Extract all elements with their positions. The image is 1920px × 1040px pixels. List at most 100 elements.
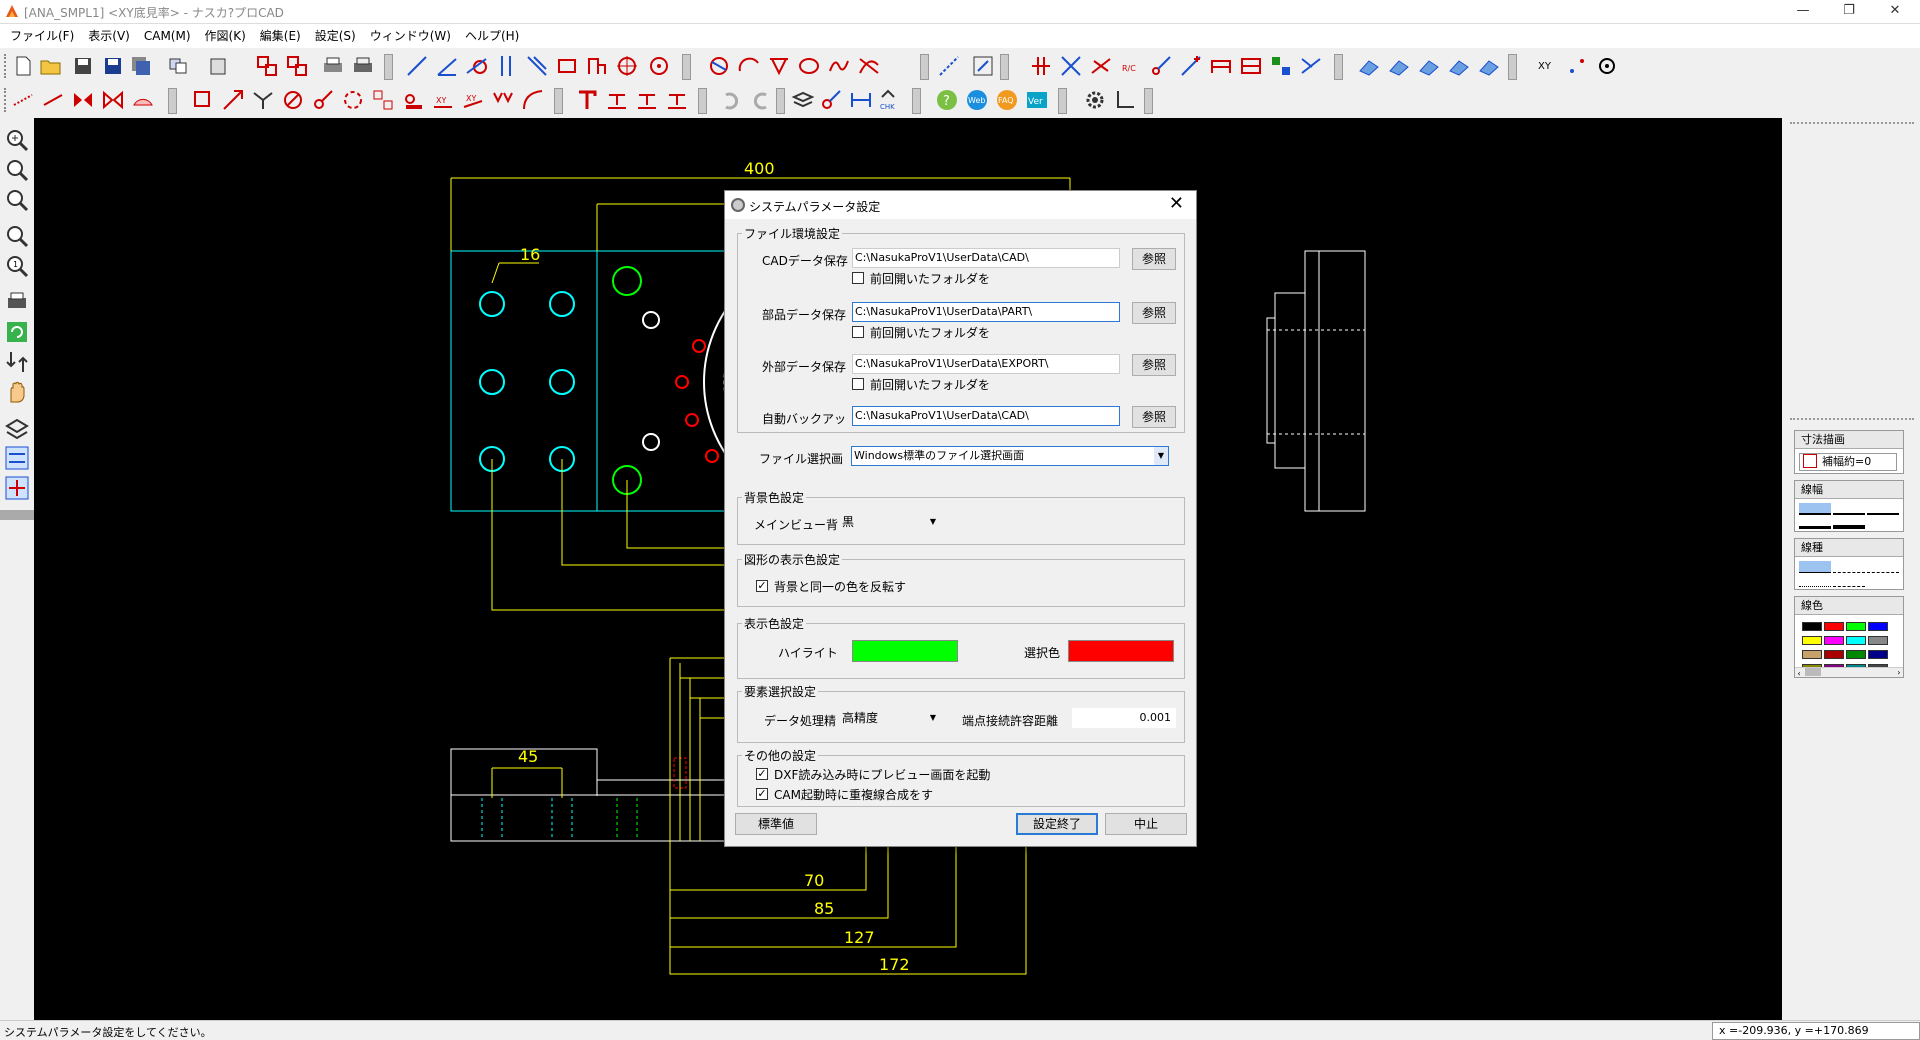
circle-point-icon[interactable] [646,53,672,79]
redraw-icon[interactable] [3,318,31,346]
distance-icon[interactable] [848,87,874,113]
menu-draw[interactable]: 作図(K) [204,29,246,43]
chevron-down-icon[interactable]: ▼ [1154,447,1168,465]
xy-dim-icon[interactable]: XY [430,87,456,113]
scale-icon[interactable] [310,87,336,113]
part-data-path-input[interactable]: C:\NasukaProV1\UserData\PART\ [852,302,1120,322]
toolbar-separator[interactable] [1508,54,1517,80]
3d-shade-icon[interactable] [1416,53,1442,79]
ok-button[interactable]: 設定終了 [1016,813,1098,835]
select-color-swatch[interactable] [1068,640,1174,662]
center-circle-icon[interactable] [614,53,640,79]
open-folder-icon[interactable] [38,53,64,79]
web-icon[interactable]: Web [964,87,990,113]
zoom-half-icon[interactable] [3,186,31,214]
triangle-pattern-icon[interactable] [490,87,516,113]
front-view-base[interactable] [450,794,752,842]
export-browse-button[interactable]: 参照 [1132,354,1176,376]
main-view-bg-select[interactable]: 黒 ▼ [840,512,940,532]
multi-copy-icon[interactable] [1268,53,1294,79]
line-width-thick[interactable] [1867,503,1899,515]
tolerance-input[interactable]: 0.001 [1072,708,1176,728]
hole[interactable] [549,291,575,317]
text-icon[interactable] [574,87,600,113]
refresh-icon[interactable] [340,87,366,113]
hole[interactable] [549,369,575,395]
right-panel-grip[interactable] [1790,122,1914,124]
stack-icon[interactable] [790,87,816,113]
line-type-dotted[interactable] [1799,575,1831,587]
grid-icon[interactable] [1238,53,1264,79]
minimize-button[interactable]: — [1796,3,1810,18]
corner-icon[interactable] [1112,87,1138,113]
line-width-thin[interactable] [1799,503,1831,515]
xy-coordinate-icon[interactable]: XY [1534,53,1560,79]
left-toolbar-scroll[interactable] [0,510,34,520]
help-icon[interactable]: ? [934,87,960,113]
crosshair-icon[interactable] [3,474,31,502]
layer-icon[interactable] [254,53,280,79]
export-data-path-input[interactable]: C:\NasukaProV1\UserData\EXPORT\ [852,354,1120,374]
new-file-icon[interactable] [10,53,36,79]
arc-3point-icon[interactable] [736,53,762,79]
menu-file[interactable]: ファイル(F) [10,29,75,43]
menu-edit[interactable]: 編集(E) [259,29,301,43]
dialog-close-button[interactable]: ✕ [1168,193,1184,214]
no-entry-icon[interactable] [280,87,306,113]
text-edit-icon[interactable] [664,87,690,113]
branch-icon[interactable] [250,87,276,113]
line-type-dashed[interactable] [1833,561,1865,573]
save-all-icon[interactable] [128,53,154,79]
version-icon[interactable]: Ver [1024,87,1050,113]
origin-icon[interactable] [1594,53,1620,79]
break-line-icon[interactable] [1088,53,1114,79]
extend-icon[interactable] [1298,53,1324,79]
parallel-line-icon[interactable] [494,53,520,79]
add-point-icon[interactable] [1178,53,1204,79]
dimension-view-icon[interactable] [3,444,31,472]
wave-icon[interactable] [826,53,852,79]
file-selector-dropdown[interactable]: Windows標準のファイル選択画面 ▼ [851,446,1169,466]
copy-icon[interactable] [166,53,192,79]
toolbar-separator[interactable] [1000,54,1009,80]
rotate-icon[interactable] [220,87,246,113]
selected-hole[interactable] [692,339,706,353]
toolbar-separator[interactable] [554,88,563,114]
selected-hole[interactable] [675,375,689,389]
arc-icon[interactable] [706,53,732,79]
toolbar-separator[interactable] [912,88,921,114]
color-swatch[interactable] [1846,650,1866,659]
text-horizontal-icon[interactable] [604,87,630,113]
menu-help[interactable]: ヘルプ(H) [464,29,520,43]
mirror-copy-icon[interactable] [100,87,126,113]
color-swatch[interactable] [1802,622,1822,631]
part-browse-button[interactable]: 参照 [1132,302,1176,324]
palette-scrollbar[interactable]: ‹› [1795,667,1903,678]
mirror-icon[interactable] [70,87,96,113]
3d-view-icon[interactable] [1356,53,1382,79]
3d-rotate-icon[interactable] [1386,53,1412,79]
check-icon[interactable]: CHK [878,87,904,113]
dim-radius-icon[interactable] [40,87,66,113]
color-swatch[interactable] [1802,636,1822,645]
color-swatch[interactable] [1802,650,1822,659]
invert-color-checkbox[interactable]: ✓ [756,579,768,592]
autobackup-path-input[interactable]: C:\NasukaProV1\UserData\CAD\ [852,406,1120,426]
line-type-center[interactable] [1833,575,1865,587]
zoom-fit-icon[interactable]: 1 [3,252,31,280]
line-width-medium[interactable] [1833,503,1865,515]
toolbar-separator[interactable] [384,54,393,80]
rc-corner-icon[interactable]: R/C [1118,53,1144,79]
fillet-icon[interactable] [766,53,792,79]
layer-view-icon[interactable] [3,414,31,442]
trim-icon[interactable] [1028,53,1054,79]
save-as-icon[interactable] [100,53,126,79]
toolbar-separator[interactable] [698,88,707,114]
paste-icon[interactable] [206,53,232,79]
arc-fill-icon[interactable] [130,87,156,113]
color-swatch[interactable] [1846,622,1866,631]
close-button[interactable]: ✕ [1889,3,1901,18]
toolbar-separator[interactable] [1144,88,1153,114]
scissor-icon[interactable] [1148,53,1174,79]
export-last-folder-checkbox[interactable] [852,378,864,390]
